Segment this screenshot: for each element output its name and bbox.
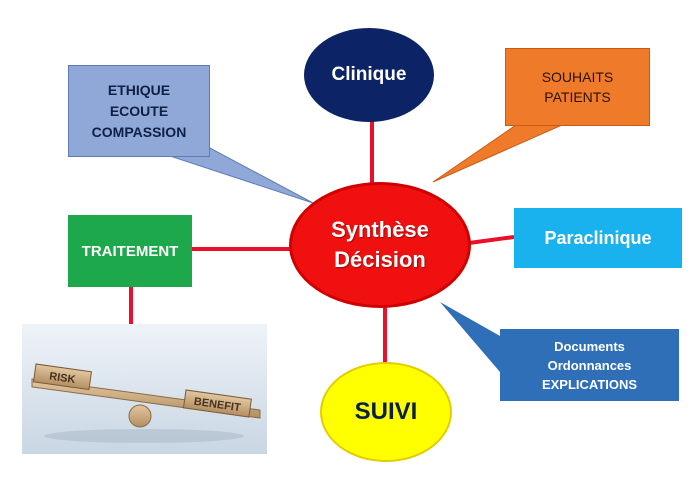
ethique-callout: ETHIQUE ECOUTE COMPASSION: [68, 65, 210, 157]
photo-shadow: [44, 429, 244, 443]
fulcrum: [128, 404, 152, 428]
risk-label: RISK: [48, 371, 76, 387]
callout-pointer-souhaits: [432, 124, 563, 183]
paraclinique-box: Paraclinique: [514, 208, 682, 268]
risk-benefit-scale-image: RISK BENEFIT: [22, 324, 267, 454]
clinique-oval: Clinique: [304, 28, 434, 122]
callout-pointer-documents: [440, 302, 500, 372]
risk-block: RISK: [32, 363, 93, 391]
benefit-block: BENEFIT: [182, 389, 252, 418]
documents-callout: Documents Ordonnances EXPLICATIONS: [500, 329, 679, 401]
traitement-box: TRAITEMENT: [68, 215, 192, 287]
synthese-decision-oval: Synthèse Décision: [289, 182, 471, 308]
suivi-oval: SUIVI: [320, 362, 452, 462]
souhaits-patients-callout: SOUHAITS PATIENTS: [505, 48, 650, 126]
connector-paraclinique: [468, 235, 515, 245]
